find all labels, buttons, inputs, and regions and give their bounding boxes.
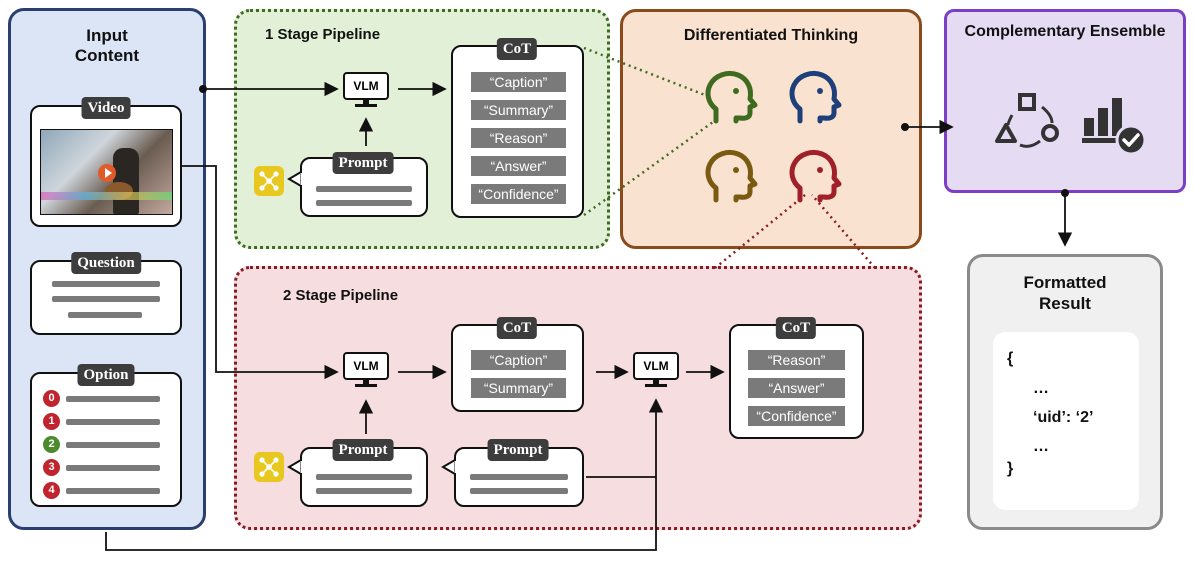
option-number: 2 — [43, 436, 60, 453]
stage2-prompt1-tag: Prompt — [332, 439, 394, 461]
option-number: 4 — [43, 482, 60, 499]
option-line — [66, 488, 160, 494]
cot-item: “Confidence” — [471, 184, 566, 204]
ensemble-to-result-connector — [1057, 189, 1073, 247]
network-sparkle-glyph — [259, 457, 279, 477]
stage2-prompt2-tag: Prompt — [487, 439, 549, 461]
cot-item: “Summary” — [471, 378, 566, 398]
option-line — [66, 442, 160, 448]
video-tag: Video — [81, 97, 131, 119]
json-line: } — [1007, 460, 1014, 477]
result-json-box: { … ‘uid’: ‘2’ … } — [993, 332, 1139, 510]
ensemble-title: Complementary Ensemble — [964, 23, 1166, 40]
vlm-label: VLM — [353, 359, 379, 373]
ensemble-panel — [944, 9, 1186, 193]
stage2-vlm-2: VLM — [633, 352, 679, 387]
prompt-bubble-tail — [441, 458, 456, 476]
cot-item: “Reason” — [748, 350, 845, 370]
green-head-icon — [705, 70, 758, 124]
red-head-icon — [789, 149, 842, 203]
stage1-cot-top-link — [583, 46, 706, 97]
json-line: { — [1007, 350, 1014, 367]
stage2-top-left-link — [714, 194, 806, 269]
question-tag: Question — [71, 252, 141, 274]
cot-item: “Reason” — [471, 128, 566, 148]
stage1-cot-tag: CoT — [496, 38, 538, 60]
input-to-vlm2-connector — [105, 398, 664, 551]
vlm-label: VLM — [353, 79, 379, 93]
option-tag: Option — [77, 364, 135, 386]
thinking-panel — [620, 9, 922, 249]
input-to-stage1-connector — [199, 81, 339, 97]
gold-head-icon — [705, 149, 758, 203]
prompt-line — [470, 474, 568, 480]
json-line: ‘uid’: ‘2’ — [1033, 409, 1094, 426]
stage1-prompt-tag: Prompt — [332, 152, 394, 174]
play-icon[interactable] — [98, 164, 116, 182]
result-title-line2: Result — [1039, 294, 1091, 313]
cycle-icon — [995, 93, 1059, 148]
vlm-monitor-icon: VLM — [343, 72, 389, 100]
option-line — [66, 419, 160, 425]
cot-item: “Summary” — [471, 100, 566, 120]
option-number: 0 — [43, 390, 60, 407]
prompt-line — [316, 488, 412, 494]
guitarist-figure — [113, 148, 139, 214]
input-title-line1: Input — [86, 26, 128, 45]
network-sparkle-glyph — [259, 171, 279, 191]
json-line: … — [1033, 438, 1049, 455]
stage1-title: 1 Stage Pipeline — [265, 26, 381, 43]
cot-item: “Answer” — [471, 156, 566, 176]
thinking-to-ensemble-connector — [901, 119, 954, 135]
prompt-line — [316, 474, 412, 480]
prompt-bubble-tail — [287, 458, 302, 476]
decoration-strip — [41, 192, 172, 200]
bar-chart-check-icon — [1082, 98, 1147, 156]
option-line — [66, 465, 160, 471]
question-line — [52, 281, 160, 287]
cot-item: “Caption” — [471, 350, 566, 370]
stage2-cot2-tag: CoT — [775, 317, 817, 339]
cot-item: “Caption” — [471, 72, 566, 92]
stage2-vlm-1: VLM — [343, 352, 389, 387]
stage2-cot1-tag: CoT — [496, 317, 538, 339]
video-thumbnail[interactable] — [40, 129, 173, 215]
prompt-bubble-tail — [287, 170, 302, 188]
blue-head-icon — [789, 70, 842, 124]
cot-item: “Answer” — [748, 378, 845, 398]
question-line — [52, 296, 160, 302]
input-title-line2: Content — [74, 46, 140, 65]
thinking-title: Differentiated Thinking — [683, 27, 859, 44]
stage1-vlm: VLM — [343, 72, 389, 107]
video-to-stage2-connector — [180, 165, 339, 380]
stage1-cot-bottom-link — [583, 120, 714, 217]
json-line: … — [1033, 380, 1049, 397]
stage2-top-right-link — [811, 194, 876, 269]
cot-item: “Confidence” — [748, 406, 845, 426]
option-number: 1 — [43, 413, 60, 430]
prompt-line — [470, 488, 568, 494]
option-line — [66, 396, 160, 402]
result-title: Formatted Result — [967, 272, 1163, 314]
vlm-label: VLM — [643, 359, 669, 373]
prompt-line — [316, 200, 412, 206]
input-content-title: Input Content — [8, 26, 206, 66]
result-title-line1: Formatted — [1023, 273, 1107, 292]
prompt-line — [316, 186, 412, 192]
question-line — [68, 312, 142, 318]
option-number: 3 — [43, 459, 60, 476]
stage2-title: 2 Stage Pipeline — [283, 287, 399, 304]
